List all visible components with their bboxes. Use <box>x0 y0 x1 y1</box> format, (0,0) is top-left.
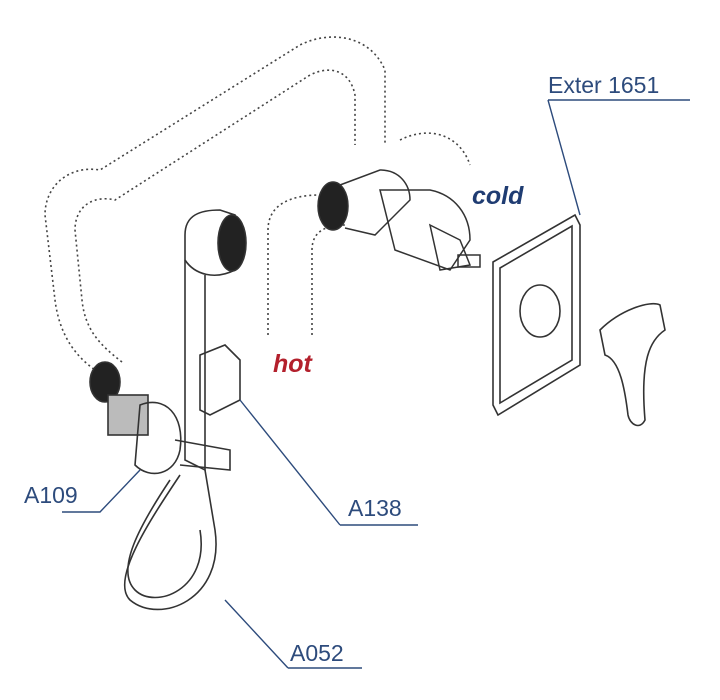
label-hot: hot <box>273 350 312 378</box>
mixer-body <box>317 169 481 271</box>
angle-valve <box>89 361 231 475</box>
cover-plate <box>492 213 581 417</box>
label-cold: cold <box>472 182 524 210</box>
hand-shower <box>184 209 247 472</box>
leader-lines <box>62 99 690 669</box>
label-a052: A052 <box>290 640 344 666</box>
label-a109: A109 <box>24 482 78 508</box>
lever-handle <box>599 303 666 427</box>
hose <box>123 469 217 611</box>
label-exter-1651: Exter 1651 <box>548 72 660 98</box>
label-a138: A138 <box>348 495 402 521</box>
